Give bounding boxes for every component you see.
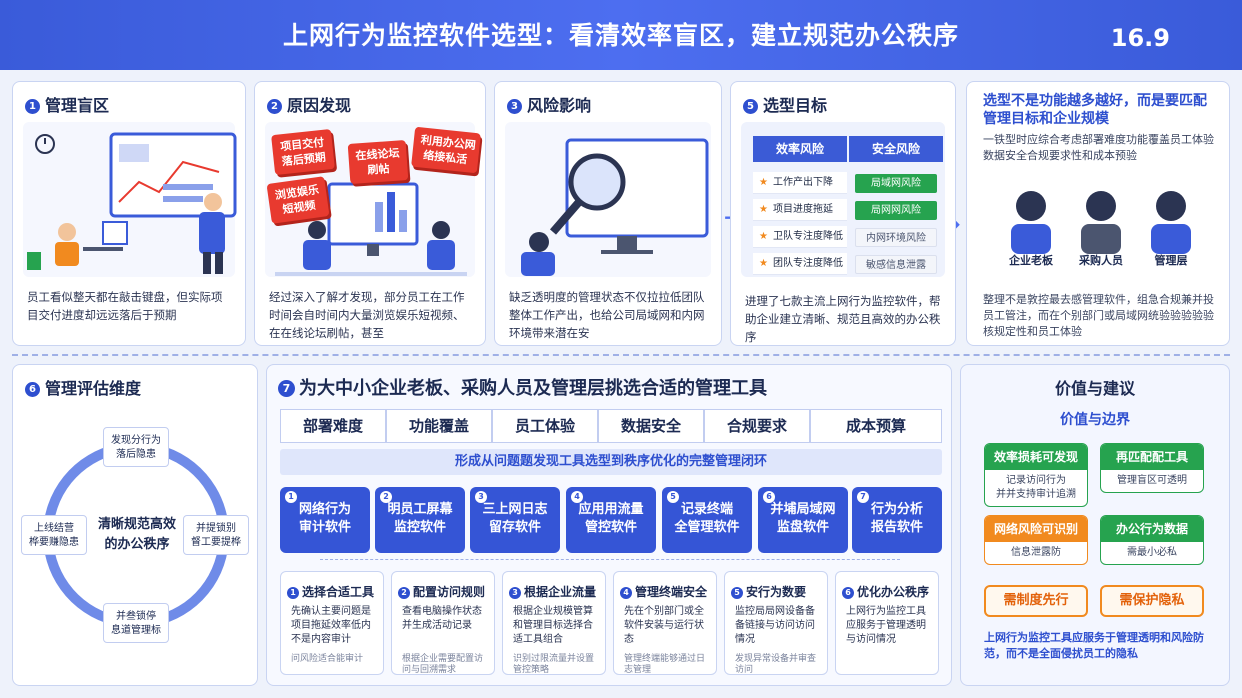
risk-badge: 内网环境风险: [855, 228, 937, 247]
panel-description: 缺乏透明度的管理状态不仅拉拉低团队整体工作产出，也给公司局域网和内网环境带来潜在…: [509, 290, 705, 340]
value-card: 效率损耗可发现 记录访问行为 并并支持审计追溯: [984, 443, 1088, 507]
panel-description: 员工看似整天都在敲击键盘，但实际项目交付进度却远远落后于预期: [27, 290, 223, 322]
dimension-cell: 功能覆盖: [386, 409, 492, 443]
risk-badge: 局网网风险: [855, 201, 937, 220]
dimension-cell: 员工体验: [492, 409, 598, 443]
stakeholders-illustration: [1011, 191, 1191, 254]
presenter-whiteboard-illustration: [27, 132, 237, 274]
advice-button-privacy[interactable]: 需保护隐私: [1100, 585, 1204, 617]
panel-selection-principle: 选型不是功能越多越好，而是要匹配管理目标和企业规模 一铁型时应综合考虑部署难度功…: [966, 81, 1230, 346]
panel-description: 经过深入了解才发现，部分员工在工作时间会自时间内大量浏览娱乐短视频、在在线论坛刷…: [269, 290, 465, 340]
person-purchaser: 采购人员: [1079, 254, 1123, 267]
risk-badge: 敏感信息泄露: [855, 255, 937, 274]
page-title: 上网行为监控软件选型：看清效率盲区，建立规范办公秩序: [282, 21, 959, 50]
header-banner: 上网行为监控软件选型：看清效率盲区，建立规范办公秩序 16.9: [0, 0, 1242, 70]
value-subtitle: 价值与边界: [1060, 412, 1130, 428]
magnifier-illustration: [505, 122, 711, 277]
principle-subtitle: 一铁型时应综合考虑部署难度功能覆盖员工体验数据安全合规要求性和成本预验: [983, 133, 1214, 162]
star-icon: ★: [759, 231, 768, 242]
value-card: 网络风险可识别 信息泄露防: [984, 515, 1088, 565]
cycle-node: 上线结营 桦要赚隐患: [21, 515, 87, 555]
magnifier-monitor-illustration: [521, 138, 709, 276]
cycle-center: 清晰规范高效的办公秩序: [97, 517, 176, 552]
cycle-node: 发现分行为 落后隐患: [103, 427, 169, 467]
dimension-cell: 合规要求: [704, 409, 810, 443]
value-card: 办公行为数据 需最小必私: [1100, 515, 1204, 565]
principle-title: 选型不是功能越多越好，而是要匹配管理目标和企业规模: [983, 93, 1207, 127]
closed-loop-banner: 形成从问题题发现工具选型到秩序优化的完整管理闭环: [280, 449, 942, 475]
cycle-node: 并叁锁停 息道管理标: [103, 603, 169, 643]
value-footer: 上网行为监控工具应服务于管理透明和风险防范，而不是全面侵扰员工的隐私: [984, 631, 1204, 660]
star-icon: ★: [759, 204, 768, 215]
cycle-node: 并提锁别 督工要提桦: [183, 515, 249, 555]
dimension-cell: 数据安全: [598, 409, 704, 443]
connector-line: [320, 559, 900, 560]
problem-tag: 项目交付 落后预期: [271, 128, 335, 176]
employees-at-computer-illustration: [275, 182, 467, 276]
table-header-efficiency: 效率风险: [753, 136, 847, 162]
dimension-cell: 部署难度: [280, 409, 386, 443]
panel-description: 进理了七款主流上网行为监控软件，帮助企业建立清晰、规范且高效的办公秩序: [745, 294, 941, 344]
problem-tag: 在线论坛 刷帖: [347, 140, 409, 184]
value-card: 再匹配配工具 管理盲区可透明: [1100, 443, 1204, 493]
person-manager: 管理层: [1154, 254, 1188, 267]
dimension-cell: 成本预算: [810, 409, 942, 443]
value-title: 价值与建议: [1054, 379, 1135, 398]
problem-tag: 利用办公网 络接私活: [411, 126, 481, 174]
risk-badge: 局域网风险: [855, 174, 937, 193]
star-icon: ★: [759, 258, 768, 269]
office-illustration: [23, 122, 237, 277]
principle-description: 整理不是敦控最去感管理软件，组急合规兼并投员工管注，而在个别部门或局域网统验验验…: [983, 293, 1214, 338]
table-header-security: 安全风险: [849, 136, 943, 162]
person-boss: 企业老板: [1009, 254, 1053, 267]
advice-button-policy[interactable]: 需制度先行: [984, 585, 1088, 617]
star-icon: ★: [759, 177, 768, 188]
problem-tag: 浏览娱乐 短视频: [266, 176, 330, 224]
section-divider: [12, 354, 1230, 356]
page-number: 16.9: [1110, 24, 1170, 52]
